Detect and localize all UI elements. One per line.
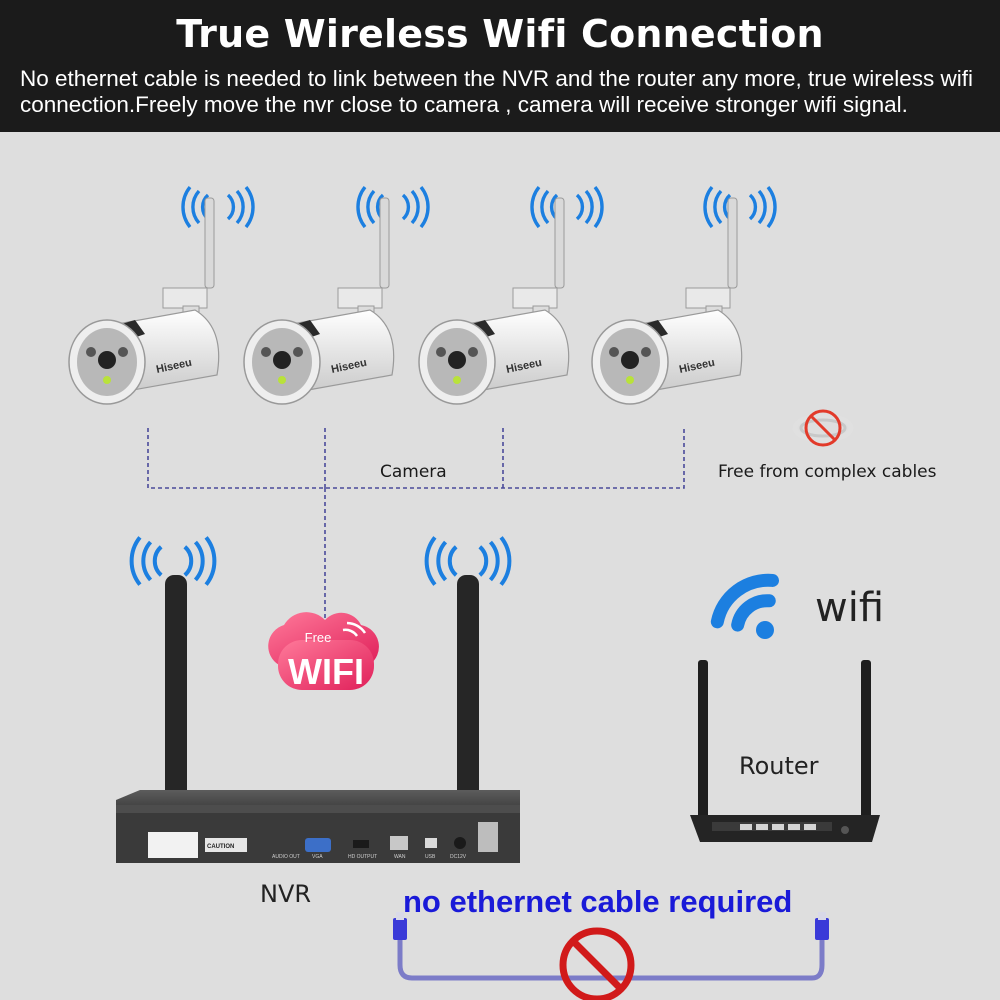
signal-waves-icon [530, 185, 604, 229]
caution-label: CAUTION [207, 844, 234, 850]
port-label: VGA [312, 854, 323, 860]
port-label: DC12V [450, 854, 467, 860]
badge-big-text: WIFI [288, 651, 364, 692]
camera-1 [68, 197, 220, 405]
port-label: WAN [394, 854, 406, 860]
badge-small-text: Free [305, 630, 332, 645]
header-banner: True Wireless Wifi Connection No etherne… [0, 0, 1000, 132]
signal-waves-icon [356, 185, 430, 229]
router-label: Router [739, 752, 819, 780]
no-ethernet-notice: no ethernet cable required [403, 884, 793, 919]
signal-waves-icon [703, 185, 777, 229]
free-wifi-badge: Free WIFI [268, 612, 379, 692]
wifi-word: wifi [815, 585, 885, 631]
port-label: USB [425, 854, 436, 860]
forbidden-icon [559, 927, 635, 1000]
port-label: AUDIO OUT [272, 854, 300, 860]
nvr-device [116, 575, 520, 863]
camera-4 [591, 197, 743, 405]
page-subtitle: No ethernet cable is needed to link betw… [20, 66, 974, 117]
camera-link-lines [147, 428, 685, 625]
nvr-port-labels: AUDIO OUT VGA HD OUTPUT WAN USB DC12V CA… [207, 844, 467, 860]
coiled-cable-icon [792, 409, 854, 447]
camera-label: Camera [380, 462, 447, 482]
page-title: True Wireless Wifi Connection [176, 12, 824, 56]
camera-2 [243, 197, 395, 405]
port-label: HD OUTPUT [348, 854, 377, 860]
ethernet-cable-icon [393, 912, 829, 981]
nvr-label: NVR [260, 880, 312, 908]
router-device [690, 660, 880, 842]
wifi-logo-icon [710, 573, 780, 639]
cables-label: Free from complex cables [718, 462, 937, 482]
signal-waves-icon [181, 185, 255, 229]
camera-3 [418, 197, 570, 405]
